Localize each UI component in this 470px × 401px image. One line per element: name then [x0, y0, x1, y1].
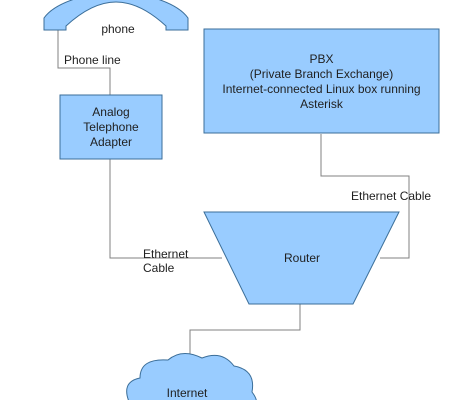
internet-label: Internet	[166, 385, 208, 400]
phone-label: phone	[101, 21, 135, 36]
internet-cloud	[126, 353, 257, 400]
ata-router-cable-label: Ethernet Cable	[143, 247, 189, 275]
ata-label: Analog Telephone Adapter	[83, 104, 139, 149]
router-shape	[203, 211, 400, 305]
ata-box	[59, 94, 163, 160]
connector-phone-ata	[57, 28, 111, 95]
pbx-box	[203, 28, 440, 134]
router-label: Router	[283, 250, 321, 265]
pbx-router-cable-label: Ethernet Cable	[351, 189, 432, 203]
connector-pbx-router	[320, 134, 410, 259]
phone-line-label: Phone line	[64, 53, 121, 67]
pbx-label: PBX (Private Branch Exchange) Internet-c…	[222, 52, 421, 111]
connector-router-internet	[189, 304, 301, 375]
connector-ata-router	[109, 159, 222, 259]
phone-icon	[43, 0, 189, 31]
